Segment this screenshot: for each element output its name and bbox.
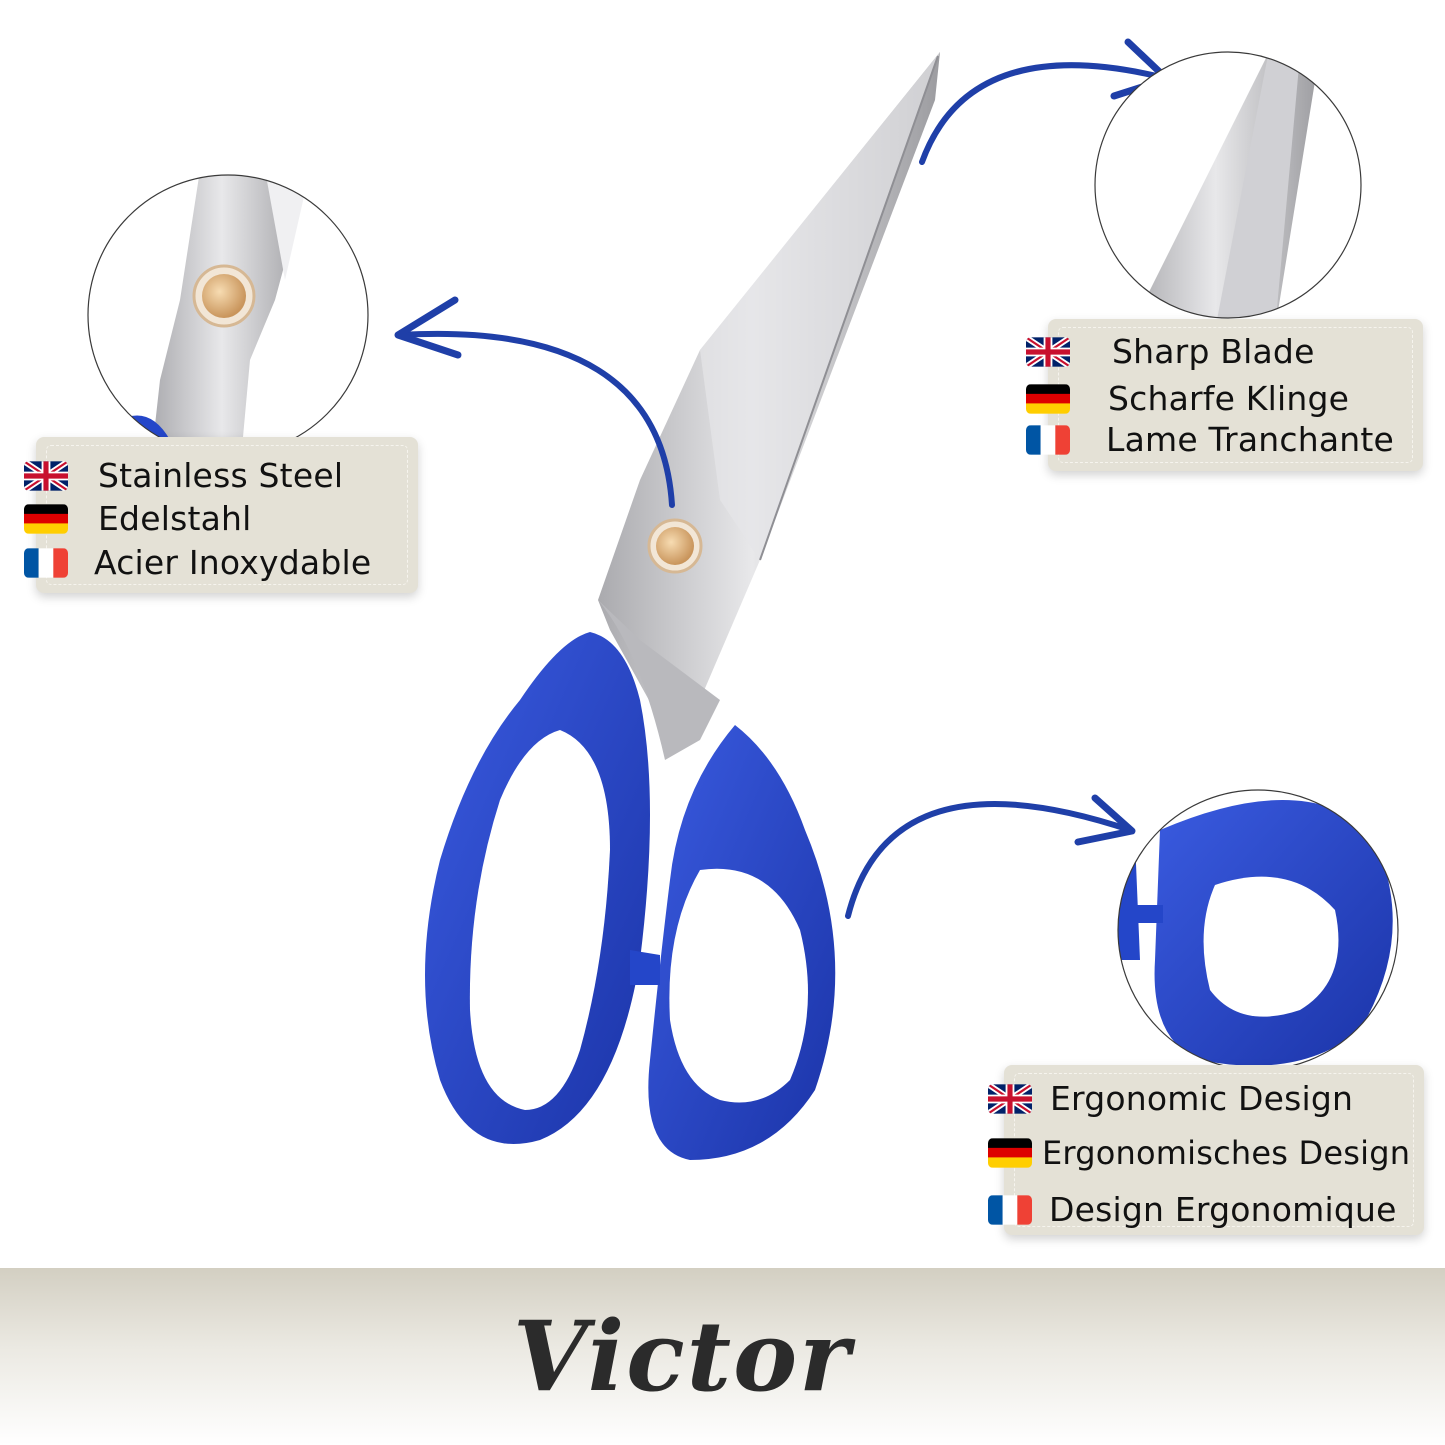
feature-label-en: Ergonomic Design — [1050, 1079, 1354, 1118]
feature-label-de: Ergonomisches Design — [1042, 1134, 1411, 1172]
feature-row: Lame Tranchante — [1026, 420, 1394, 459]
feature-row: Design Ergonomique — [988, 1190, 1397, 1229]
feature-row: Ergonomisches Design — [988, 1134, 1410, 1172]
feature-row: Scharfe Klinge — [1026, 379, 1349, 418]
france-flag-icon — [1026, 424, 1070, 455]
feature-row: Ergonomic Design — [988, 1079, 1353, 1118]
france-flag-icon — [988, 1194, 1032, 1225]
arrow-blade — [919, 62, 1168, 165]
germany-flag-icon — [24, 503, 68, 534]
feature-row: Sharp Blade — [1026, 332, 1315, 371]
feature-label-de: Edelstahl — [98, 499, 252, 538]
feature-card-blade — [1048, 319, 1423, 471]
feature-label-en: Stainless Steel — [98, 456, 344, 495]
feature-label-de: Scharfe Klinge — [1108, 379, 1350, 418]
uk-flag-icon — [1026, 336, 1070, 367]
zoom-blade-detail — [1095, 52, 1361, 318]
feature-label-en: Sharp Blade — [1112, 332, 1315, 371]
brand-footer — [0, 1268, 1445, 1445]
feature-row: Stainless Steel — [24, 456, 343, 495]
feature-row: Edelstahl — [24, 499, 252, 538]
feature-card-steel — [36, 437, 418, 593]
feature-card-design — [1004, 1065, 1424, 1235]
zoom-handle-detail — [1118, 790, 1398, 1070]
arrow-steel — [397, 330, 675, 508]
feature-label-fr: Design Ergonomique — [1049, 1190, 1397, 1229]
feature-label-fr: Acier Inoxydable — [94, 543, 372, 582]
germany-flag-icon — [988, 1138, 1032, 1168]
arrow-design — [845, 801, 1133, 919]
uk-flag-icon — [24, 460, 68, 491]
uk-flag-icon — [988, 1083, 1032, 1114]
brand-logo: Victor — [513, 1300, 852, 1413]
germany-flag-icon — [1026, 383, 1070, 414]
feature-label-fr: Lame Tranchante — [1106, 420, 1394, 459]
france-flag-icon — [24, 547, 68, 578]
zoom-rivet-detail — [88, 175, 368, 455]
feature-row: Acier Inoxydable — [24, 543, 371, 582]
